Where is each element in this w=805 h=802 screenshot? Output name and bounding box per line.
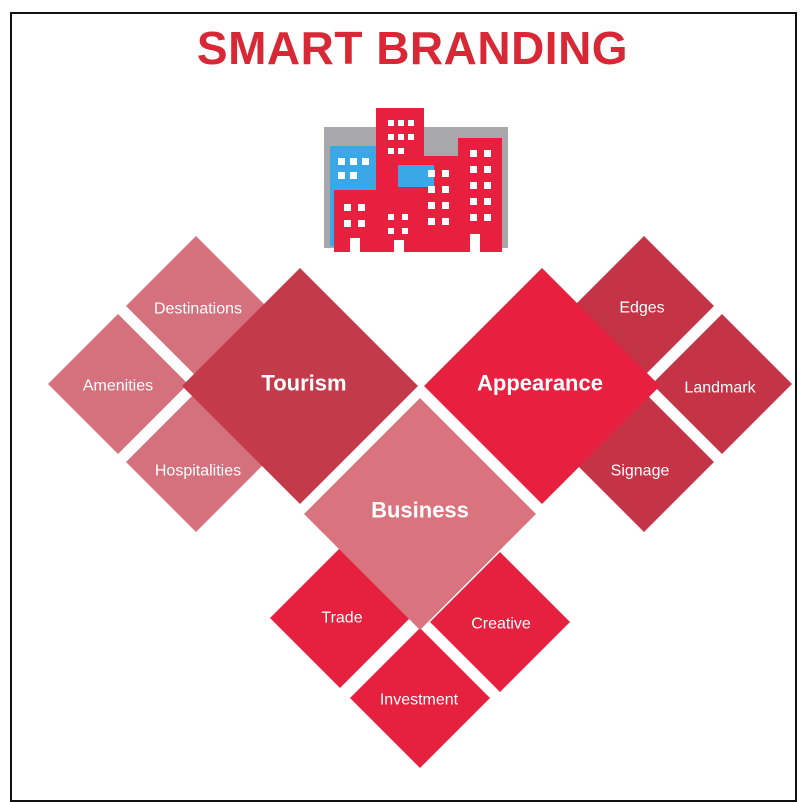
branding-diagram: Tourism Appearance Business Destinations… xyxy=(48,108,792,768)
tourism-label: Tourism xyxy=(261,371,346,396)
business-sub-creative-tile xyxy=(430,552,570,692)
signage-label: Signage xyxy=(611,463,670,480)
business-tile xyxy=(304,398,536,630)
investment-label: Investment xyxy=(380,692,459,709)
amenities-label: Amenities xyxy=(83,378,153,395)
page-title: SMART BRANDING xyxy=(196,22,629,74)
tourism-sub-amenities-tile xyxy=(48,314,188,454)
appearance-tile xyxy=(424,268,660,504)
tourism-tile xyxy=(182,268,418,504)
trade-label: Trade xyxy=(321,610,362,627)
destinations-label: Destinations xyxy=(154,301,242,318)
business-sub-investment-tile xyxy=(350,628,490,768)
business-label: Business xyxy=(371,498,469,523)
hospitalities-label: Hospitalities xyxy=(155,463,241,480)
creative-label: Creative xyxy=(471,616,531,633)
city-buildings-icon xyxy=(324,108,508,252)
landmark-label: Landmark xyxy=(684,380,756,397)
appearance-sub-landmark-tile xyxy=(652,314,792,454)
appearance-label: Appearance xyxy=(477,371,603,396)
edges-label: Edges xyxy=(619,300,664,317)
